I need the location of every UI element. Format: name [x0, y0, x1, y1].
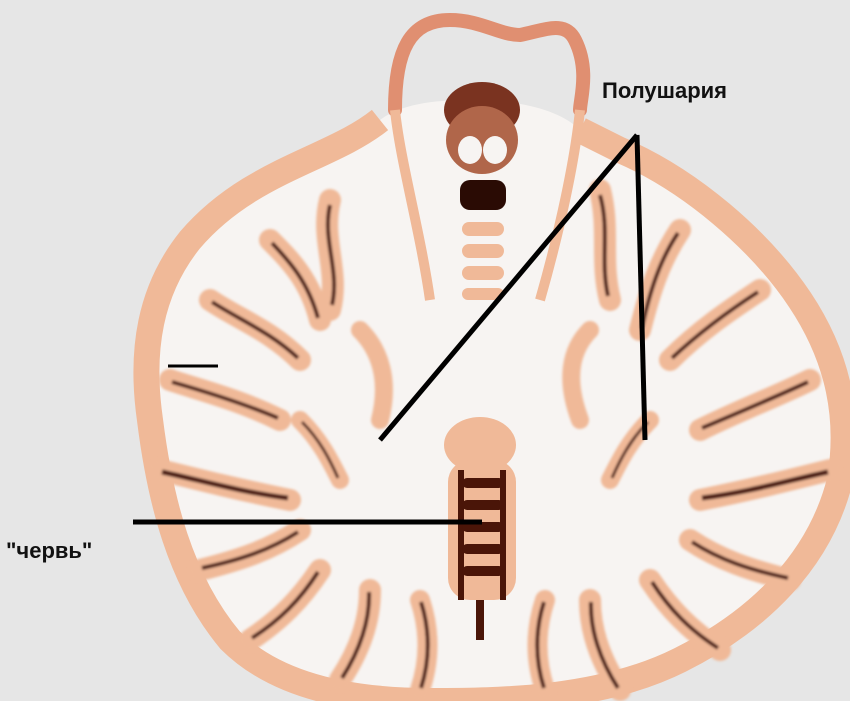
hemispheres-label: Полушария — [602, 78, 727, 104]
vermis-label: "червь" — [6, 538, 92, 564]
